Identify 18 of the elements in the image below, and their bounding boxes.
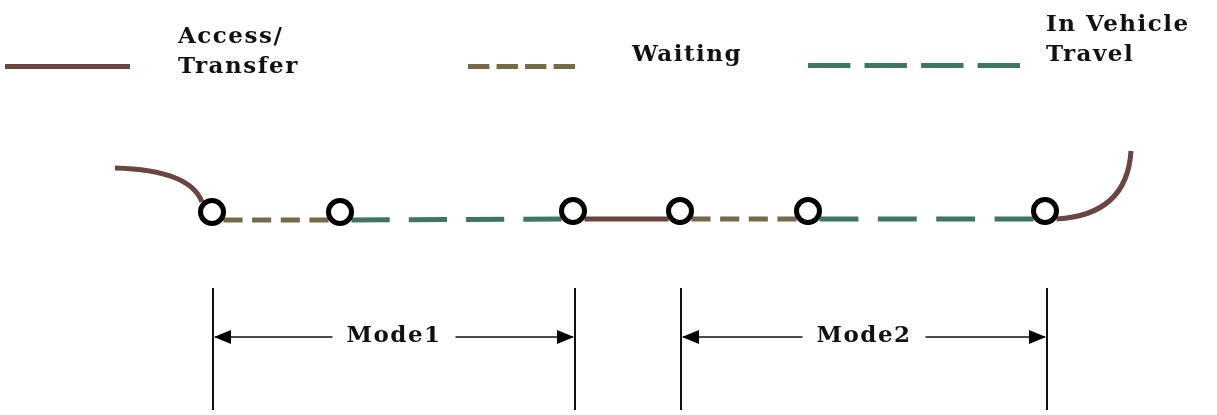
dashed-connector — [691, 216, 797, 222]
dashed-connector — [351, 216, 562, 223]
stop-circle — [794, 197, 822, 225]
dimension-label: Mode2 — [816, 319, 912, 349]
stop-circle — [326, 198, 354, 226]
stop-circle — [666, 197, 694, 225]
dashed-connector — [819, 216, 1034, 222]
curved-connector — [1056, 150, 1134, 222]
legend-label: In Vehicle Travel — [1046, 8, 1191, 68]
stop-circle — [1031, 197, 1059, 225]
legend-label: Access/ Transfer — [178, 20, 300, 80]
dimension-label: Mode1 — [346, 319, 442, 349]
dashed-connector — [223, 217, 329, 223]
legend-label: Waiting — [632, 38, 744, 68]
curved-connector — [114, 165, 205, 203]
stop-circle — [198, 198, 226, 226]
stop-circle — [559, 197, 587, 225]
solid-connector — [584, 216, 669, 222]
